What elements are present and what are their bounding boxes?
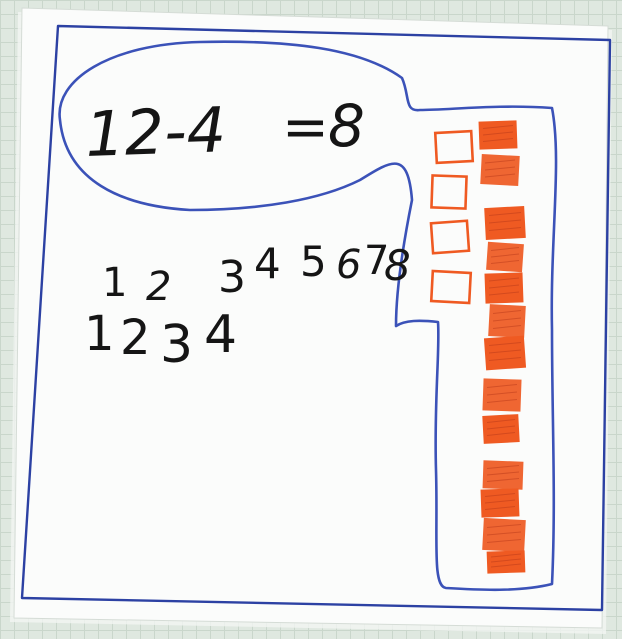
count-digit: 2 [120,310,151,366]
count-digit: 3 [218,252,246,303]
equation-result: 8 [328,92,365,160]
count-digit: 1 [102,260,127,306]
count-digit: 8 [384,241,411,290]
equals-sign: = [282,95,329,160]
count-digit: 1 [84,306,115,362]
count-digit: 2 [146,264,171,310]
equation-left: 12-4 [84,93,227,171]
count-digit: 4 [254,239,281,288]
count-digit: 5 [300,237,327,286]
count-digit: 3 [160,315,193,375]
equation: 12-4 = 8 [84,92,365,171]
count-digit: 4 [204,305,237,365]
count-digit: 6 [336,242,361,288]
